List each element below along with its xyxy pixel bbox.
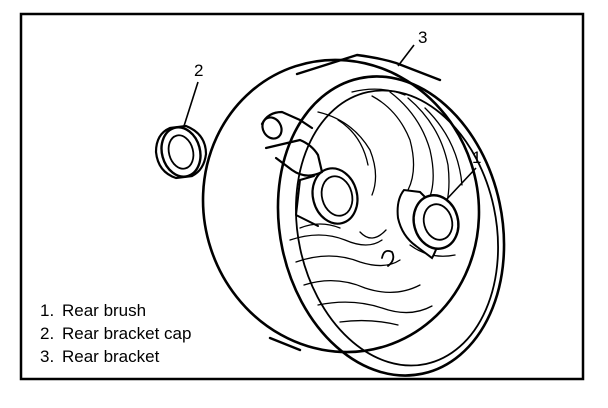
legend-item-3-label: Rear bracket: [62, 347, 160, 366]
rear-bracket-center-boss-inner: [320, 175, 354, 217]
rear-bracket-top-edge: [295, 53, 442, 82]
rear-bracket-screw-hole: [381, 249, 395, 267]
legend-item-3-number: 3.: [40, 347, 54, 366]
leader-line-3: [397, 44, 415, 67]
rear-bracket-center-boss-body: [295, 175, 319, 227]
legend-item-1-label: Rear brush: [62, 301, 146, 320]
rear-bracket-front-rim-inner: [295, 89, 499, 367]
callout-1: 1: [472, 148, 481, 167]
legend-item-2-number: 2.: [40, 324, 54, 343]
rear-bracket-drawing: [201, 53, 506, 377]
rear-bracket-cap-drawing: [154, 124, 208, 180]
rear-bracket-interior-contours: [289, 88, 463, 326]
rear-bracket-center-boss-outer: [311, 167, 359, 225]
legend-item-1-number: 1.: [40, 301, 54, 320]
rear-bracket-back-rim: [201, 58, 481, 354]
legend: 1. Rear brush 2. Rear bracket cap 3. Rea…: [40, 301, 191, 366]
legend-item-2-label: Rear bracket cap: [62, 324, 191, 343]
rear-bracket-boss-arm: [260, 110, 314, 130]
rear-bracket-cap-inner-ring: [167, 134, 195, 170]
leader-line-1: [445, 167, 477, 201]
rear-brush-inner-ring: [422, 203, 454, 241]
rear-brush-drawing: [396, 188, 460, 260]
callout-3: 3: [418, 28, 427, 47]
leader-lines: [183, 44, 477, 201]
leader-line-2: [183, 81, 199, 127]
callout-2: 2: [194, 61, 203, 80]
rear-bracket-boss: [264, 138, 324, 177]
rear-bracket-front-rim-outer: [276, 75, 506, 377]
rear-bracket-bottom-edge: [268, 336, 302, 352]
